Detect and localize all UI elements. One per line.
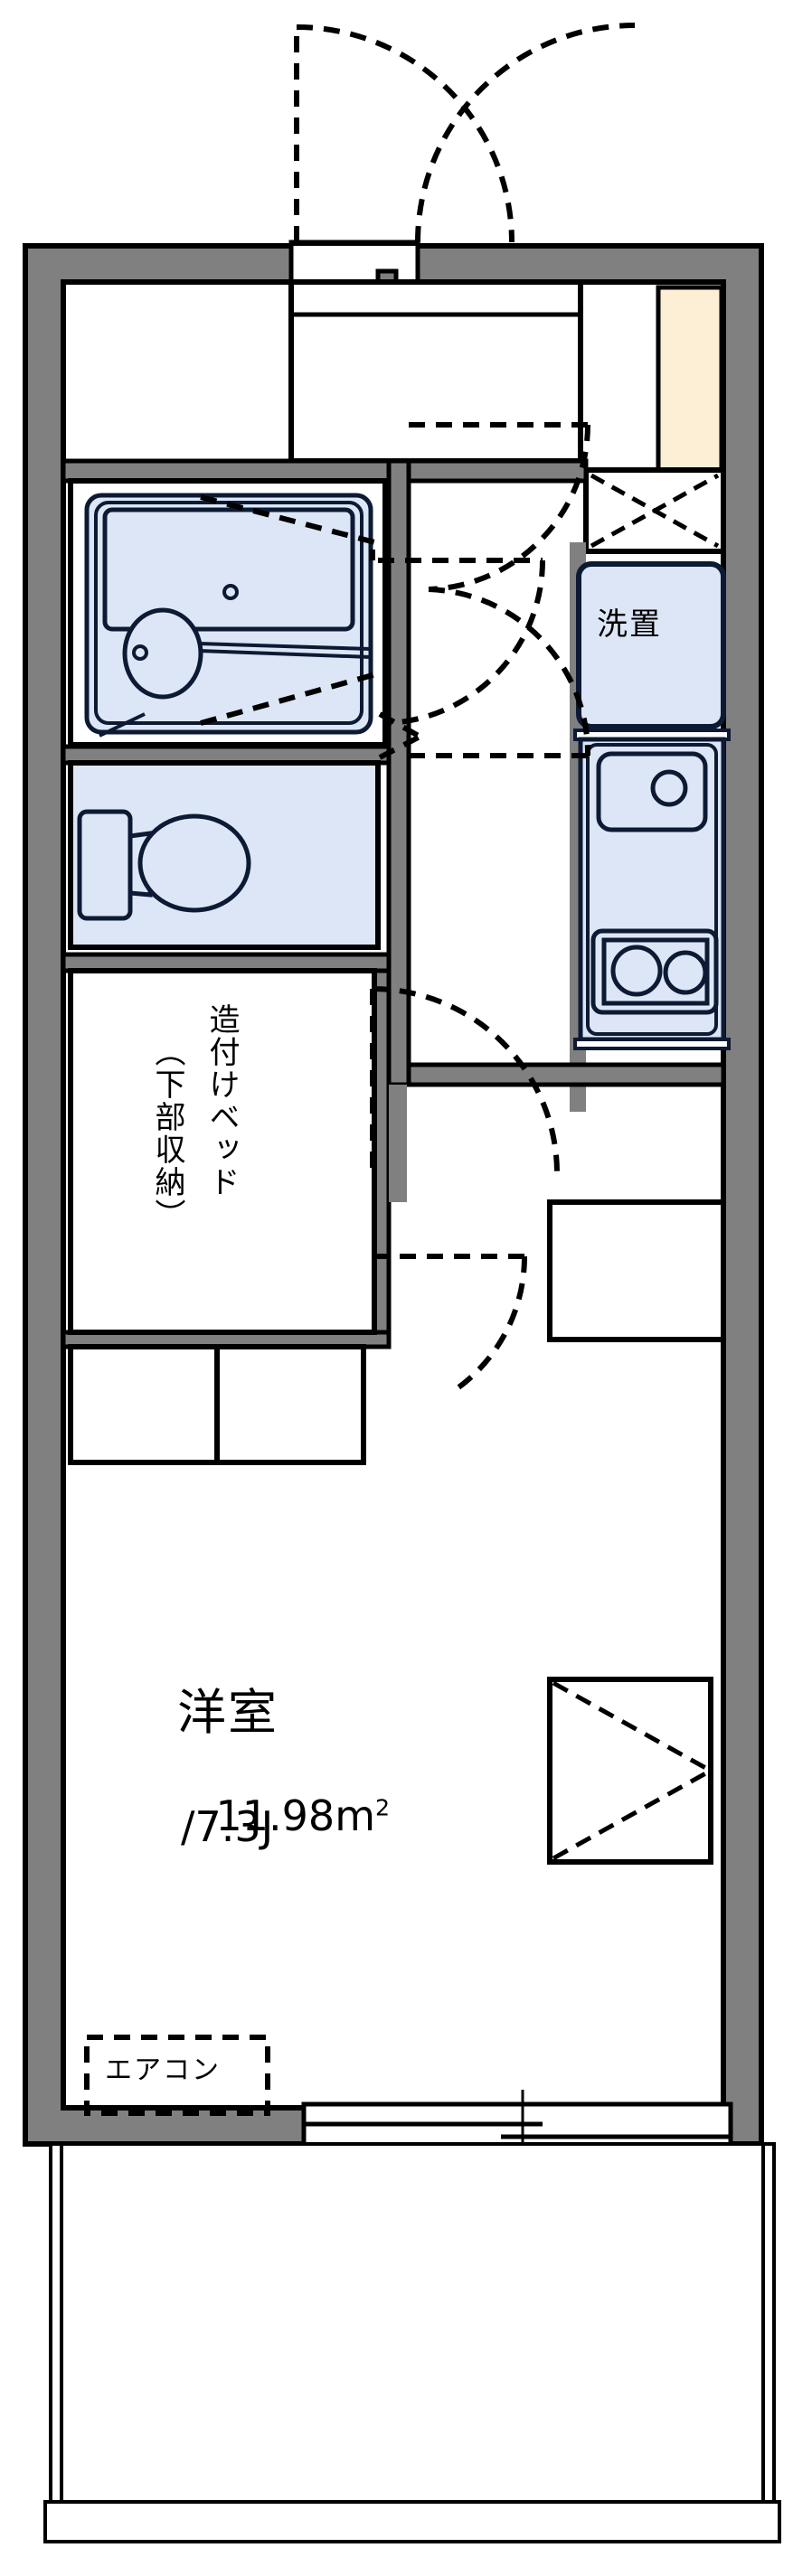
shoe-box <box>583 467 726 554</box>
toilet-door-arc <box>428 424 590 592</box>
toilet-room <box>68 760 381 950</box>
washer-place-label: 洗置 <box>597 606 662 643</box>
bath-door-panel-bot <box>200 668 390 726</box>
room-area-unit-sup: 2 <box>375 1794 391 1821</box>
bath-door-panel-top <box>200 494 390 549</box>
lower-storage-label: （下部収納） <box>149 1036 185 1231</box>
room-area-label: 11.98m2 <box>163 1753 391 1878</box>
bath-folding-bot <box>378 731 427 760</box>
aircon-box <box>84 2035 270 2116</box>
kitchen-unit <box>573 729 731 1050</box>
under-bed-storage <box>68 1344 366 1465</box>
built-in-bed-label: 造付けベッド <box>203 1003 240 1199</box>
entrance-door-arc-2 <box>415 23 636 243</box>
hallway-niche <box>547 1199 726 1342</box>
built-in-bed <box>68 968 377 1335</box>
unit-bath <box>68 478 388 747</box>
entrance-opening-white <box>291 246 418 284</box>
room-area-value: 11.98m <box>215 1791 376 1840</box>
washing-machine-space <box>576 561 726 729</box>
toilet-door-arc-2 <box>428 587 591 757</box>
room-jo-label: /7.3J <box>181 1802 274 1851</box>
entrance-door-arc <box>296 24 515 243</box>
bed-door-top-arc <box>388 559 546 726</box>
balcony <box>43 2142 781 2543</box>
closet <box>547 1677 713 1865</box>
aircon-label: エアコン <box>105 2054 221 2086</box>
bath-folding-top <box>378 711 427 742</box>
niche-door-arc <box>450 1255 528 1395</box>
room-door-arc <box>372 986 560 1174</box>
room-name-label: 洋室 <box>177 1684 279 1741</box>
